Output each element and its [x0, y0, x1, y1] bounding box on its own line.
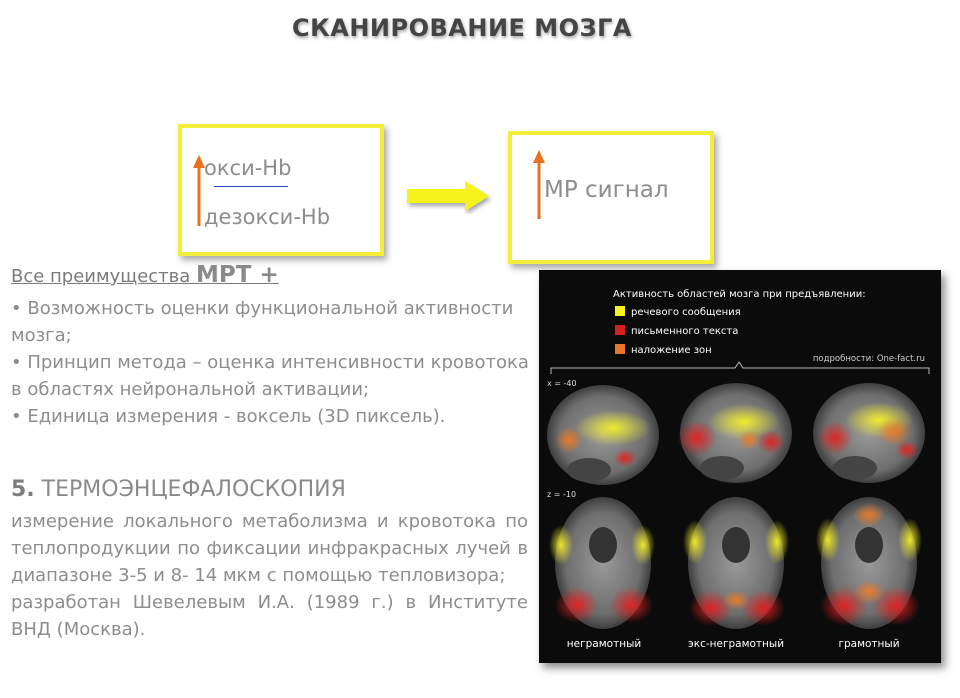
sagittal-scan-2: [677, 383, 792, 483]
slide-title: СКАНИРОВАНИЕ МОЗГА: [292, 14, 632, 42]
axial-scan-1: [549, 497, 655, 629]
advantages-heading: Все преимущества МРТ +: [11, 262, 279, 290]
list-item: • Принцип метода – оценка интенсивности …: [11, 352, 529, 400]
row2-coordinate: z = -10: [547, 490, 576, 499]
up-arrow-icon: [193, 155, 205, 226]
sagittal-scan-3: [813, 383, 925, 483]
mr-signal-box: МР сигнал: [508, 131, 714, 264]
oxy-hb-label: окси-Hb: [204, 156, 292, 180]
list-item: • Возможность оценки функциональной акти…: [11, 298, 514, 346]
thermo-paragraph: измерение локального метаболизма и крово…: [11, 511, 528, 586]
thermo-heading: 5. ТЕРМОЭНЦЕФАЛОСКОПИЯ: [11, 476, 346, 503]
legend-label: письменного текста: [631, 326, 738, 337]
axial-scan-3: [816, 497, 922, 629]
caption-ex-illiterate: экс-неграмотный: [688, 638, 784, 650]
mr-signal-label: МР сигнал: [544, 177, 669, 203]
caption-literate: грамотный: [838, 638, 899, 650]
hemoglobin-box: окси-Hb дезокси-Hb: [178, 124, 384, 256]
figure-source: подробности: One-fact.ru: [813, 354, 925, 364]
thermo-paragraph: разработан Шевелевым И.А. (1989 г.) в Ин…: [11, 592, 528, 640]
legend-swatch-yellow: [615, 306, 625, 316]
figure-title: Активность областей мозга при предъявлен…: [613, 289, 866, 300]
group-brace: [550, 361, 930, 374]
thermo-number: 5.: [11, 477, 35, 502]
legend-label: наложение зон: [631, 345, 712, 356]
caption-illiterate: неграмотный: [567, 638, 641, 650]
thermo-description: измерение локального метаболизма и крово…: [11, 508, 528, 643]
advantages-heading-prefix: Все преимущества: [11, 266, 197, 287]
legend-swatch-orange: [615, 344, 625, 354]
legend-label: речевого сообщения: [631, 307, 741, 318]
right-arrow-icon: [407, 181, 489, 211]
up-arrow-icon: [533, 150, 545, 219]
brain-scan-figure: Активность областей мозга при предъявлен…: [539, 270, 941, 663]
axial-scan-2: [683, 497, 789, 629]
advantages-list: • Возможность оценки функциональной акти…: [11, 295, 531, 430]
sagittal-scan-1: [547, 385, 659, 485]
deoxy-hb-label: дезокси-Hb: [204, 205, 331, 229]
advantages-heading-mrt: МРТ +: [196, 262, 279, 288]
legend-swatch-red: [615, 325, 625, 335]
brain-scan-illustration: Активность областей мозга при предъявлен…: [547, 289, 930, 650]
row1-coordinate: x = -40: [547, 379, 577, 388]
divider-line: [214, 186, 288, 187]
thermo-title: ТЕРМОЭНЦЕФАЛОСКОПИЯ: [34, 477, 346, 502]
list-item: • Единица измерения - воксель (3D пиксел…: [11, 406, 446, 427]
